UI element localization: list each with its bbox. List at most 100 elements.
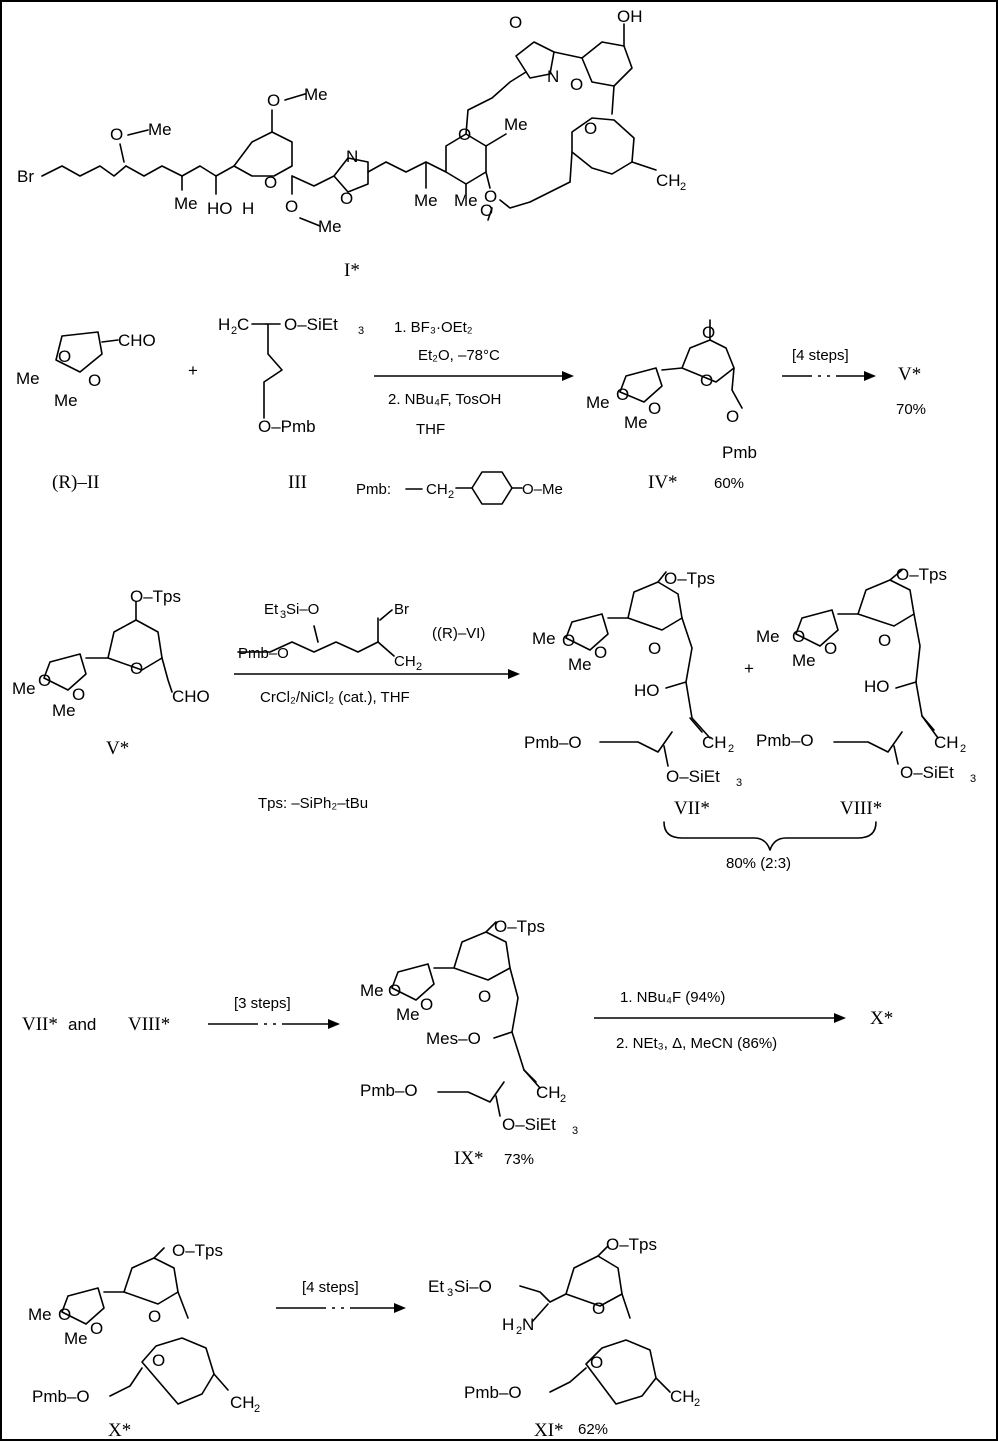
- svg-text:O: O: [562, 631, 575, 650]
- reagent-5-line1: 1. NBu₄F (94%): [620, 989, 725, 1006]
- svg-text:2: 2: [560, 1093, 566, 1105]
- svg-text:Me: Me: [792, 651, 816, 670]
- svg-text:O: O: [570, 75, 583, 94]
- svg-text:3: 3: [280, 609, 286, 621]
- svg-text:3: 3: [970, 773, 976, 785]
- structure-VIII: O O Me Me O O–Tps HO CH 2 Pmb–O O–SiEt 3…: [756, 565, 976, 819]
- svg-text:O: O: [58, 347, 71, 366]
- svg-text:3: 3: [736, 777, 742, 789]
- yield-XI: 62%: [578, 1421, 608, 1438]
- svg-text:CH: CH: [394, 653, 416, 670]
- svg-text:O: O: [616, 385, 629, 404]
- label-I: I*: [344, 260, 360, 281]
- svg-text:O–Tps: O–Tps: [664, 569, 715, 588]
- svg-text:O: O: [480, 201, 493, 220]
- label-X: X*: [108, 1420, 131, 1441]
- svg-text:O–Tps: O–Tps: [606, 1235, 657, 1254]
- svg-text:Me: Me: [504, 115, 528, 134]
- svg-text:Mes–O: Mes–O: [426, 1029, 481, 1048]
- svg-text:Pmb: Pmb: [722, 443, 757, 462]
- reagent-6: [4 steps]: [302, 1279, 359, 1296]
- structure-I: Br O Me Me HO O H O Me O Me N O Me O Me …: [17, 7, 686, 281]
- reagent-5-line2: 2. NEt₃, Δ, MeCN (86%): [616, 1035, 777, 1052]
- svg-text:CH: CH: [934, 733, 959, 752]
- svg-text:CH: CH: [536, 1083, 561, 1102]
- svg-text:N: N: [547, 67, 559, 86]
- svg-text:O–Pmb: O–Pmb: [258, 417, 316, 436]
- reagent-4: [3 steps]: [234, 995, 291, 1012]
- svg-text:Me: Me: [532, 629, 556, 648]
- yield-VII-VIII: 80% (2:3): [726, 855, 791, 872]
- svg-text:O–SiEt: O–SiEt: [900, 763, 954, 782]
- label-VII: VII*: [674, 798, 710, 819]
- plus-sign-2: +: [744, 659, 754, 678]
- svg-text:Pmb–O: Pmb–O: [464, 1383, 522, 1402]
- svg-text:O: O: [458, 125, 471, 144]
- label-III: III: [288, 472, 307, 493]
- svg-text:Pmb–O: Pmb–O: [32, 1387, 90, 1406]
- svg-text:O: O: [509, 13, 522, 32]
- svg-text:O: O: [152, 1351, 165, 1370]
- svg-text:O: O: [72, 685, 85, 704]
- yield-V: 70%: [896, 401, 926, 418]
- svg-text:O: O: [58, 1305, 71, 1324]
- reagent-1-line3: 2. NBu₄F, TosOH: [388, 391, 501, 408]
- structure-X: O O Me Me O O–Tps O CH 2 Pmb–O X*: [28, 1241, 260, 1441]
- svg-text:O: O: [824, 639, 837, 658]
- svg-text:2: 2: [694, 1397, 700, 1409]
- reaction-arrow-3: CrCl₂/NiCl₂ (cat.), THF: [234, 669, 520, 706]
- label-IX: IX*: [454, 1148, 484, 1169]
- structure-VII: O O Me Me O O–Tps HO CH 2 Pmb–O O–SiEt 3…: [524, 569, 742, 819]
- label-VIII-start: VIII*: [128, 1014, 170, 1035]
- svg-text:O: O: [130, 659, 143, 678]
- mixture-brace: 80% (2:3): [663, 821, 877, 872]
- svg-text:2: 2: [231, 325, 237, 337]
- label-X-product: X*: [870, 1008, 893, 1029]
- svg-text:O: O: [90, 1319, 103, 1338]
- and-text: and: [68, 1015, 96, 1034]
- svg-text:Me: Me: [318, 217, 342, 236]
- svg-text:Me: Me: [454, 191, 478, 210]
- svg-text:O: O: [148, 1307, 161, 1326]
- svg-text:CHO: CHO: [172, 687, 210, 706]
- label-V-product: V*: [898, 364, 921, 385]
- svg-text:O: O: [592, 1299, 605, 1318]
- reagent-3-conditions: CrCl₂/NiCl₂ (cat.), THF: [260, 689, 410, 706]
- svg-text:OH: OH: [617, 7, 643, 26]
- reagent-2: [4 steps]: [792, 347, 849, 364]
- svg-text:O–SiEt: O–SiEt: [502, 1115, 556, 1134]
- svg-text:O: O: [88, 371, 101, 390]
- reaction-arrow-6: [4 steps]: [276, 1279, 406, 1313]
- svg-text:CHO: CHO: [118, 331, 156, 350]
- svg-text:O: O: [648, 399, 661, 418]
- svg-text:Me: Me: [586, 393, 610, 412]
- svg-text:CH: CH: [702, 733, 727, 752]
- plus-sign-1: +: [188, 361, 198, 380]
- svg-text:O: O: [792, 627, 805, 646]
- svg-text:Me: Me: [28, 1305, 52, 1324]
- label-VII-start: VII*: [22, 1014, 58, 1035]
- svg-text:O: O: [478, 987, 491, 1006]
- structure-V: O O Me Me O O–Tps CHO V*: [12, 587, 210, 759]
- svg-text:O–Tps: O–Tps: [494, 917, 545, 936]
- svg-text:Et: Et: [428, 1277, 444, 1296]
- svg-text:O–Tps: O–Tps: [172, 1241, 223, 1260]
- svg-text:3: 3: [447, 1287, 453, 1299]
- label-II: (R)–II: [52, 472, 99, 493]
- svg-text:3: 3: [358, 325, 364, 337]
- svg-text:Me: Me: [304, 85, 328, 104]
- svg-text:Si–O: Si–O: [454, 1277, 492, 1296]
- svg-text:CH: CH: [670, 1387, 695, 1406]
- svg-text:Pmb–O: Pmb–O: [238, 645, 289, 662]
- svg-text:H: H: [502, 1315, 514, 1334]
- svg-text:O: O: [264, 173, 277, 192]
- reaction-arrow-5: 1. NBu₄F (94%) 2. NEt₃, Δ, MeCN (86%): [594, 989, 846, 1052]
- svg-text:O: O: [702, 323, 715, 342]
- svg-text:2: 2: [680, 181, 686, 193]
- label-XI: XI*: [534, 1420, 564, 1441]
- svg-text:2: 2: [728, 743, 734, 755]
- svg-text:2: 2: [960, 743, 966, 755]
- svg-text:Pmb–O: Pmb–O: [360, 1081, 418, 1100]
- reagent-VI: Et 3 Si–O Pmb–O Br CH 2 ((R)–VI): [237, 601, 485, 673]
